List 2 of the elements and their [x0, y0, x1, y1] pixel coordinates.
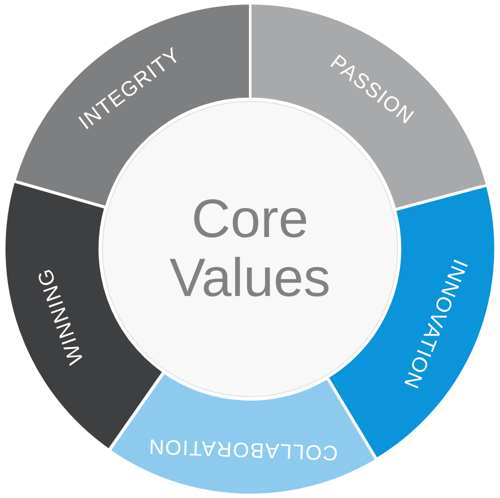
segment-label: COLLABORATION [148, 433, 338, 466]
center-title: Core Values [168, 190, 332, 308]
